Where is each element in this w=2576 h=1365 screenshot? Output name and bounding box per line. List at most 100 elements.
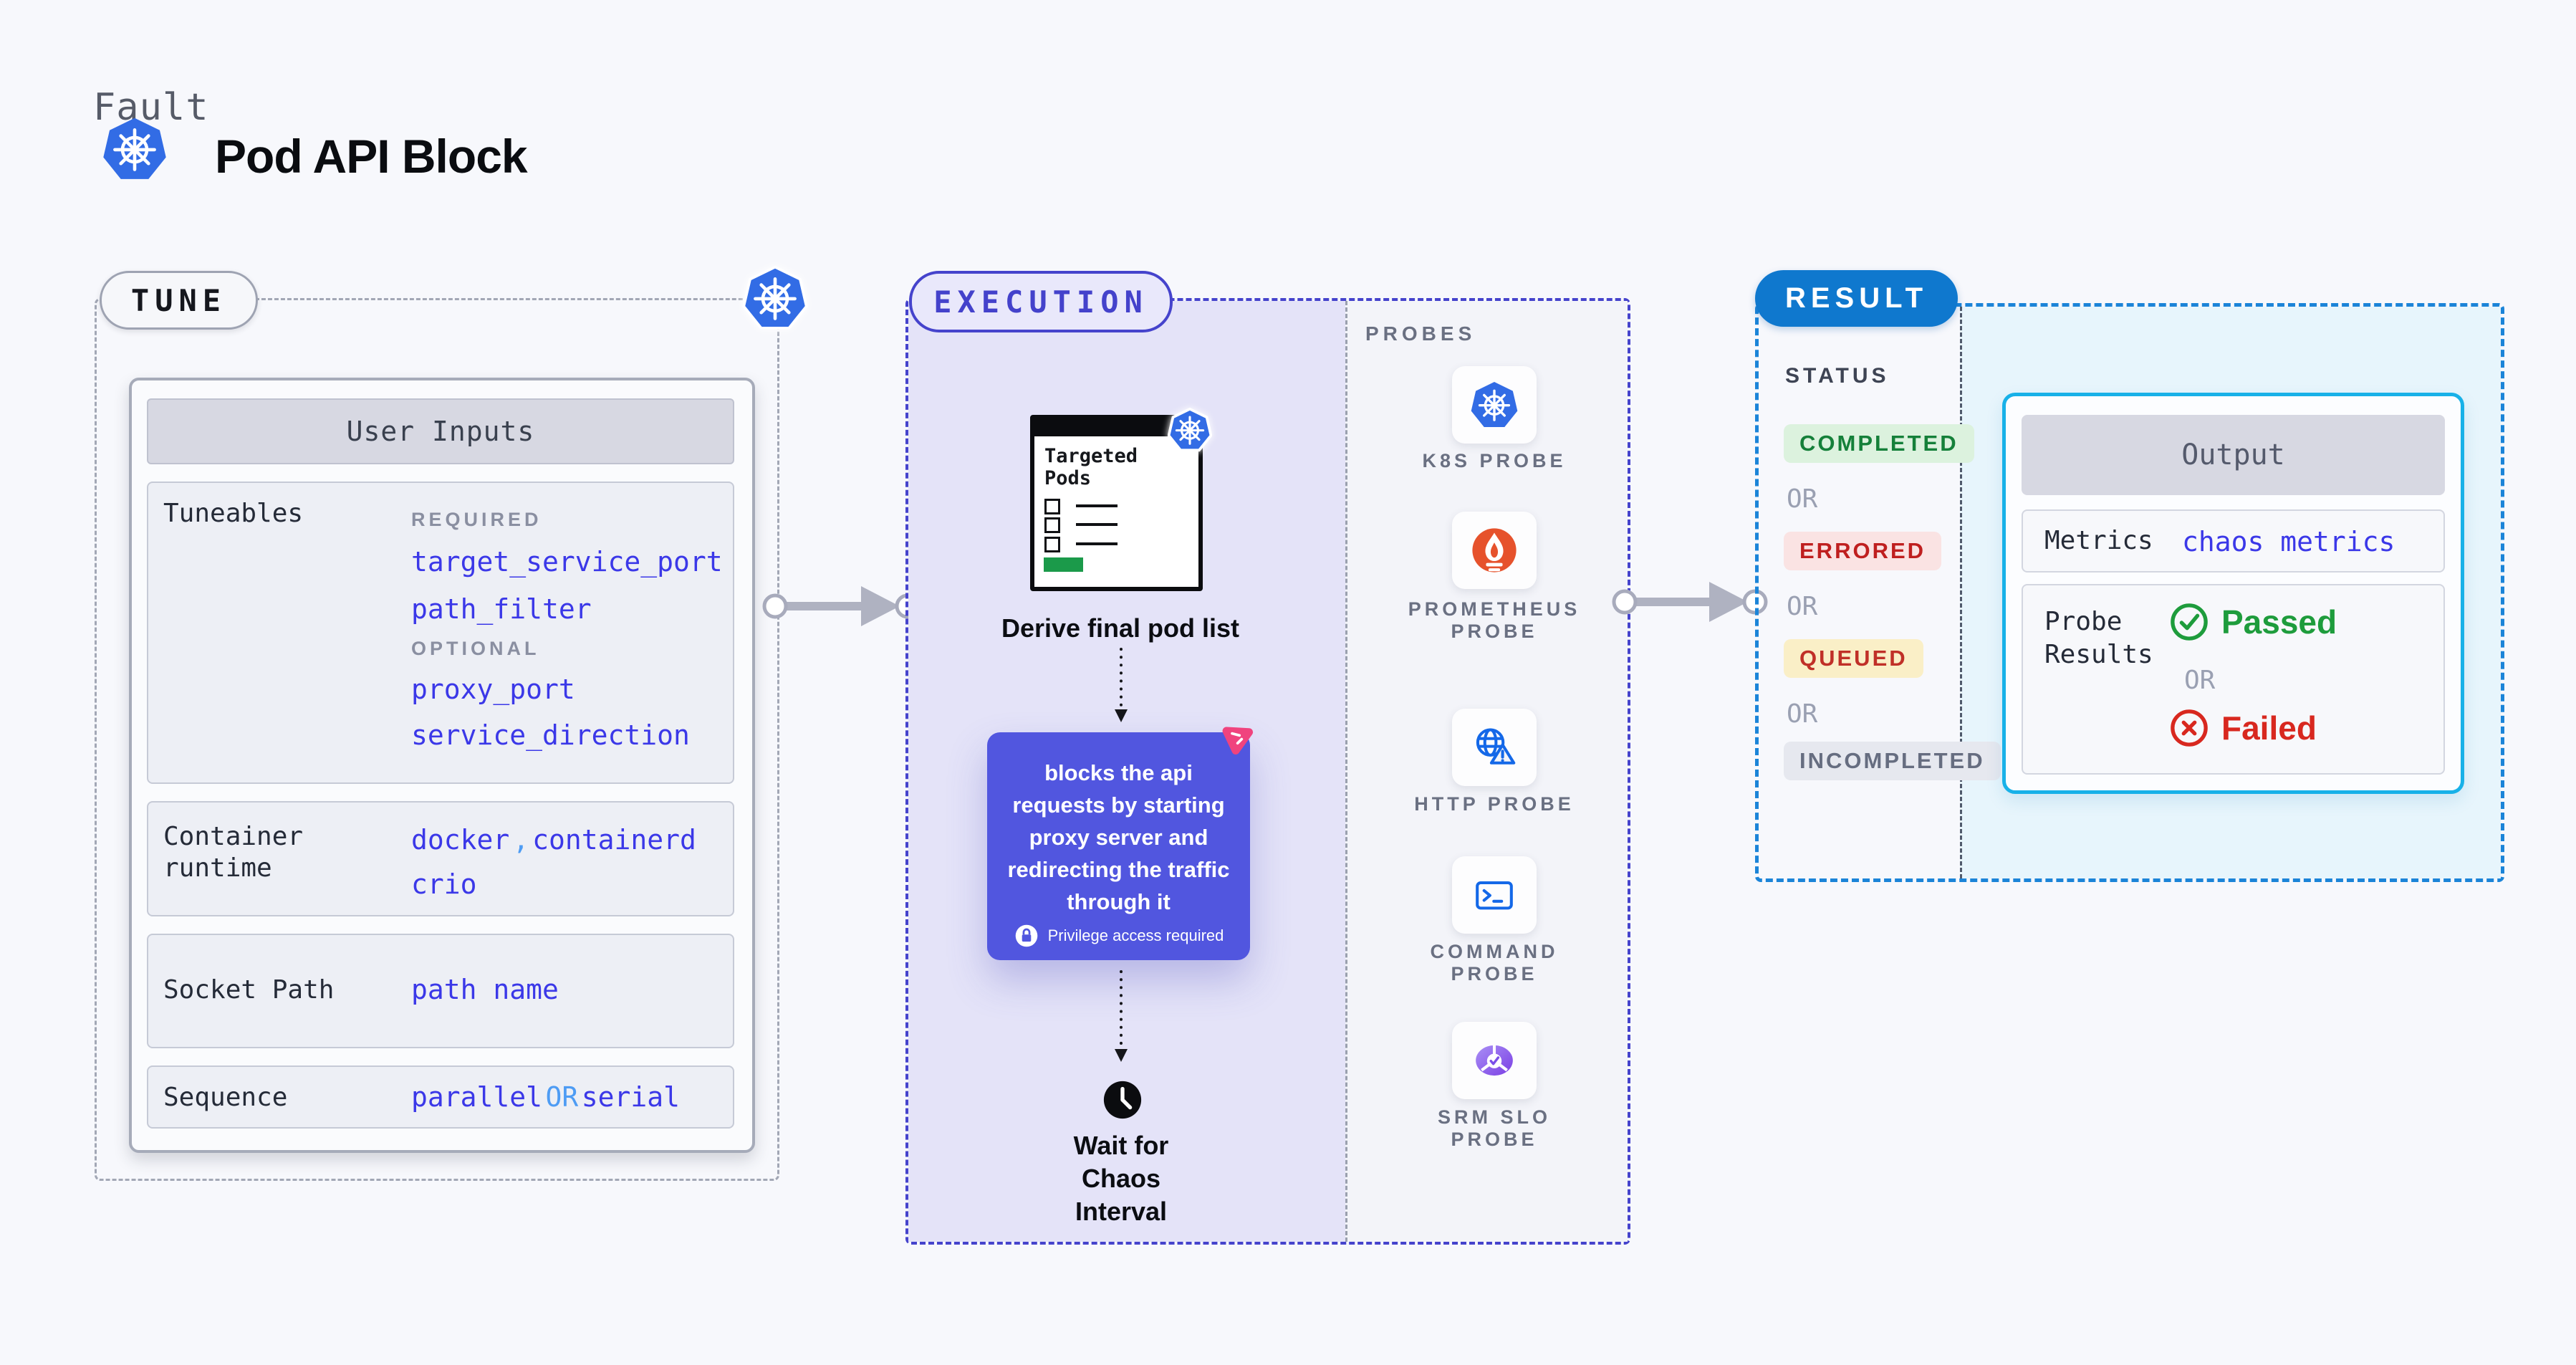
kubernetes-icon	[1167, 407, 1213, 452]
tune-section-label: TUNE	[100, 271, 258, 330]
or-separator: OR	[2184, 666, 2216, 695]
lock-icon	[1015, 924, 1037, 947]
probes-panel-label: PROBES	[1365, 322, 1476, 345]
metrics-value: chaos metrics	[2182, 526, 2395, 557]
container-runtime-label: Container runtime	[163, 822, 304, 883]
privilege-note: Privilege access required	[1047, 926, 1224, 944]
or-separator: OR	[1787, 592, 1818, 621]
runtime-crio: crio	[411, 868, 477, 900]
runtime-docker: docker	[411, 824, 510, 856]
or-separator: OR	[1787, 699, 1818, 729]
clock-icon	[1102, 1079, 1143, 1121]
socket-path-label: Socket Path	[163, 975, 335, 1005]
terminal-icon	[1476, 881, 1513, 910]
probe-label-line: COMMAND	[1430, 941, 1559, 962]
wait-step-label: Wait for Chaos Interval	[1073, 1131, 1169, 1226]
passed-label: Passed	[2221, 603, 2337, 641]
probe-label-line: PROBE	[1451, 621, 1538, 642]
probe-results-label: Probe Results	[2044, 607, 2153, 669]
kubernetes-icon	[742, 265, 808, 331]
probe-label: PROMETHEUS PROBE	[1393, 598, 1596, 643]
probe-label: HTTP PROBE	[1393, 793, 1596, 815]
output-panel: Output Metrics chaos metrics Probe Resul…	[2002, 393, 2464, 794]
execution-to-result-arrow	[1612, 582, 1768, 622]
sequence-label: Sequence	[163, 1083, 288, 1112]
user-inputs-card: User Inputs Tuneables REQUIRED target_se…	[129, 378, 755, 1153]
metrics-label: Metrics	[2044, 526, 2153, 555]
tuneable-proxy-port: proxy_port	[411, 674, 575, 705]
kubernetes-icon	[102, 116, 168, 182]
probe-label: COMMAND PROBE	[1393, 941, 1596, 985]
status-badge-incompleted: INCOMPLETED	[1784, 742, 2001, 780]
flow-arrow-down	[1115, 970, 1128, 1062]
targeted-pods-card: Targeted Pods	[1030, 407, 1213, 591]
sequence-or: OR	[545, 1081, 579, 1113]
page-title: Pod API Block	[215, 130, 528, 183]
flow-arrow-down	[1115, 648, 1128, 722]
probe-label-line: PROBE	[1451, 1129, 1538, 1150]
tuneable-target-service-port: target_service_port	[411, 546, 723, 578]
x-circle-icon	[2171, 709, 2208, 747]
probe-results-row: Probe Results Passed OR Failed	[2022, 584, 2445, 775]
status-badge-queued: QUEUED	[1784, 639, 1923, 678]
metrics-row: Metrics chaos metrics	[2022, 509, 2445, 573]
probe-label: K8S PROBE	[1393, 450, 1596, 472]
probe-result-passed: Passed	[2170, 603, 2337, 641]
status-label: STATUS	[1785, 364, 1890, 388]
optional-label: OPTIONAL	[411, 638, 540, 659]
or-separator: OR	[1787, 484, 1818, 514]
progress-bar	[1044, 557, 1083, 572]
list-line	[1076, 523, 1118, 526]
checkbox-icon	[1044, 499, 1060, 514]
required-label: REQUIRED	[411, 509, 542, 530]
fault-action-description: blocks the api requests by starting prox…	[1007, 760, 1230, 914]
user-inputs-header: User Inputs	[147, 398, 734, 464]
execution-section-label: EXECUTION	[909, 271, 1173, 332]
tuneable-path-filter: path_filter	[411, 593, 592, 625]
command-probe-card	[1452, 856, 1537, 934]
srm-slo-probe-card	[1452, 1022, 1537, 1099]
status-badge-errored: ERRORED	[1784, 532, 1942, 570]
runtime-containerd: containerd	[532, 824, 696, 856]
list-line	[1076, 542, 1118, 545]
prometheus-icon	[1472, 528, 1517, 573]
runtime-separator: ,	[512, 824, 529, 856]
http-globe-warning-icon	[1476, 728, 1516, 765]
tune-section	[95, 298, 779, 1181]
chaos-logo-icon	[1215, 717, 1259, 761]
derive-step-label: Derive final pod list	[1001, 613, 1240, 643]
sequence-row: Sequence parallel OR serial	[147, 1065, 734, 1129]
probe-label-line: HTTP PROBE	[1414, 793, 1575, 815]
status-badge-completed: COMPLETED	[1784, 424, 1974, 463]
check-circle-icon	[2171, 603, 2208, 641]
targeted-pods-title: Targeted Pods	[1044, 445, 1138, 489]
probe-label-line: PROBE	[1451, 963, 1538, 985]
probe-label-line: K8S PROBE	[1422, 450, 1567, 471]
fault-action-box: blocks the api requests by starting prox…	[987, 732, 1250, 960]
socket-path-value: path name	[411, 974, 559, 1005]
k8s-probe-card	[1452, 366, 1537, 444]
probe-label-line: PROMETHEUS	[1408, 598, 1581, 620]
probe-label-line: SRM SLO	[1437, 1106, 1551, 1128]
list-line	[1076, 504, 1118, 507]
fault-kicker: Fault	[93, 86, 209, 129]
checkbox-icon	[1044, 517, 1060, 533]
tuneables-label: Tuneables	[163, 499, 304, 528]
failed-label: Failed	[2221, 709, 2317, 747]
sequence-serial: serial	[581, 1081, 680, 1113]
result-section-label: RESULT	[1755, 270, 1958, 327]
kubernetes-icon	[1471, 382, 1518, 427]
probe-label: SRM SLO PROBE	[1393, 1106, 1596, 1151]
tune-to-execution-arrow	[762, 586, 921, 626]
http-probe-card	[1452, 709, 1537, 786]
socket-path-row: Socket Path path name	[147, 934, 734, 1048]
checkbox-icon	[1044, 537, 1060, 552]
tuneables-row: Tuneables REQUIRED target_service_port p…	[147, 482, 734, 784]
prometheus-probe-card	[1452, 512, 1537, 589]
probe-result-failed: Failed	[2170, 709, 2317, 747]
container-runtime-row: Container runtime docker , containerd cr…	[147, 801, 734, 916]
tuneable-service-direction: service_direction	[411, 719, 690, 751]
sequence-parallel: parallel	[411, 1081, 543, 1113]
slo-pie-check-icon	[1476, 1045, 1513, 1076]
output-header: Output	[2022, 415, 2445, 495]
